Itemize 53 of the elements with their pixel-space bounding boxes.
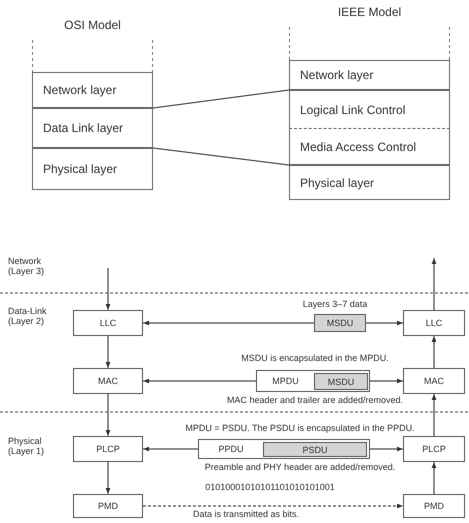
process-box: PLCP — [403, 436, 465, 462]
arrow — [142, 320, 314, 326]
data-unit-box: MSDU — [314, 314, 366, 332]
caption-text: Preamble and PHY header are added/removed. — [204, 462, 396, 472]
layer-label: Data-Link (Layer 2) — [8, 306, 48, 326]
frame-label: PPDU — [217, 444, 244, 454]
layer-box: Physical layer — [289, 165, 450, 200]
arrow — [432, 258, 436, 310]
layer-box: Network layer — [32, 72, 153, 108]
arrow — [432, 462, 436, 494]
arrow — [142, 504, 404, 508]
arrow — [106, 268, 110, 310]
data-unit-box: MSDU — [314, 373, 368, 390]
connector-line — [152, 90, 290, 108]
process-box: LLC — [73, 310, 143, 336]
process-box: PMD — [73, 494, 143, 518]
layer-stack — [287, 5, 452, 202]
edge-label: 01010001010101101010101001 — [204, 482, 336, 492]
data-unit-box: PSDU — [263, 442, 367, 457]
arrow — [366, 320, 404, 326]
caption-text: MAC header and trailer are added/removed. — [226, 395, 404, 405]
arrow — [370, 378, 404, 384]
arrow — [106, 336, 110, 368]
process-box: MAC — [403, 368, 465, 394]
caption-text: Layers 3–7 data — [302, 299, 368, 309]
frame-box — [198, 439, 370, 459]
arrow — [142, 446, 198, 452]
connector-line — [152, 148, 290, 166]
layer-box: Data Link layer — [32, 108, 153, 148]
layer-box: Physical layer — [32, 148, 153, 190]
column-heading: IEEE Model — [336, 5, 402, 19]
process-box: LLC — [403, 310, 465, 336]
frame-label: MPDU — [271, 376, 300, 386]
layer-box: Network layer — [289, 60, 450, 90]
process-box: MAC — [73, 368, 143, 394]
process-box: PMD — [403, 494, 465, 518]
column-heading: OSI Model — [63, 18, 122, 32]
layer-box: Logical Link Control — [289, 90, 450, 128]
frame-box — [256, 370, 370, 392]
layer-label: Network (Layer 3) — [8, 256, 46, 276]
layer-box: Media Access Control — [289, 128, 450, 165]
arrow — [370, 446, 404, 452]
arrow — [106, 394, 110, 436]
arrow — [432, 394, 436, 436]
arrow — [106, 462, 110, 494]
caption-text: Data is transmitted as bits. — [193, 509, 300, 519]
arrow — [142, 378, 256, 384]
caption-text: MSDU is encapsulated in the MPDU. — [240, 353, 390, 363]
arrow — [432, 336, 436, 368]
layer-stack — [30, 18, 155, 193]
layer-label: Physical (Layer 1) — [8, 436, 46, 456]
process-box: PLCP — [73, 436, 143, 462]
caption-text: MPDU = PSDU. The PSDU is encapsulated in the PPDU. — [184, 423, 416, 433]
